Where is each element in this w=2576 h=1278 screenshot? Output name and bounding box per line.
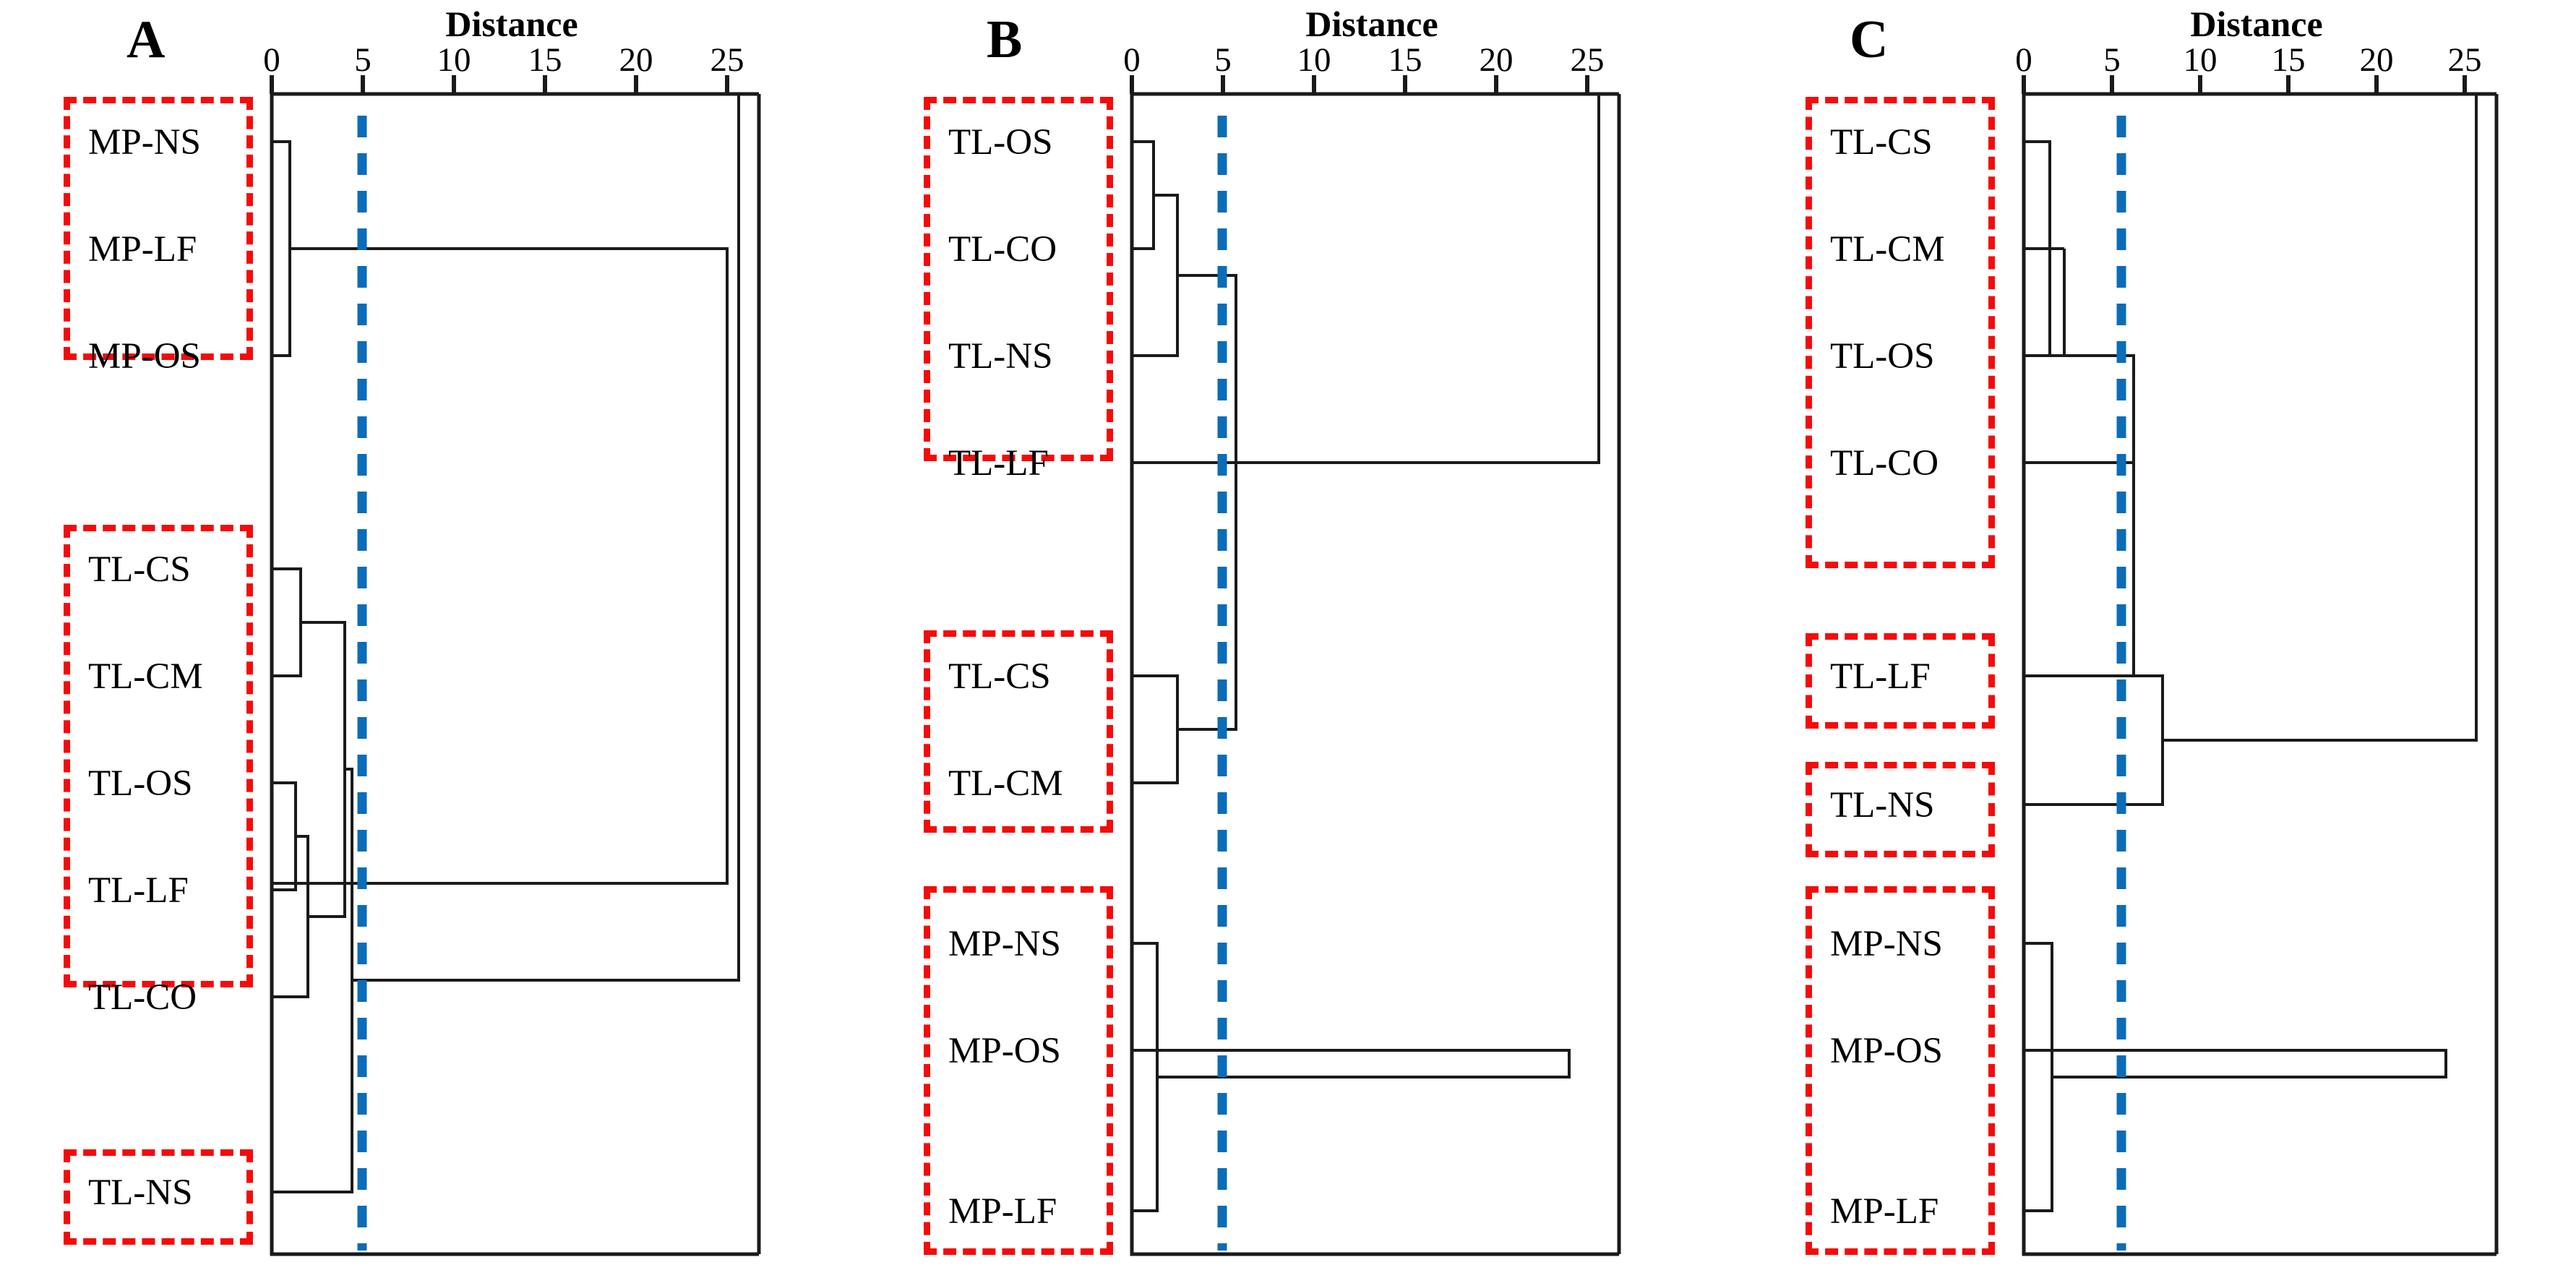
panel-b-tick-25: 25 bbox=[1570, 41, 1605, 79]
panel-b-leaf-tl-cm: TL-CM bbox=[948, 763, 1063, 804]
panel-b-group-box-1 bbox=[924, 97, 1113, 461]
panel-c-axis-line bbox=[2022, 94, 2496, 1256]
panel-b-leaf-tl-co: TL-CO bbox=[948, 229, 1057, 270]
panel-c-plot bbox=[2022, 75, 2499, 1256]
panel-b-leaf-mp-lf: MP-LF bbox=[948, 1191, 1057, 1232]
panel-a-tick-5: 5 bbox=[354, 41, 372, 79]
panel-a-tick-25: 25 bbox=[710, 41, 744, 79]
panel-c-leaf-mp-lf: MP-LF bbox=[1830, 1191, 1939, 1232]
panel-b-leaf-tl-cs: TL-CS bbox=[948, 656, 1051, 697]
panel-b-leaf-tl-ns: TL-NS bbox=[948, 336, 1053, 377]
panel-c-group-box-3 bbox=[1806, 762, 1995, 857]
panel-a-leaf-tl-cs: TL-CS bbox=[88, 549, 191, 590]
panel-a-tick-10: 10 bbox=[437, 41, 471, 79]
panel-b-merge-m7 bbox=[1132, 1049, 1571, 1078]
panel-b-axis-line bbox=[1130, 94, 1619, 1256]
panel-b-tick-5: 5 bbox=[1214, 41, 1232, 79]
panel-c-tick-15: 15 bbox=[2271, 41, 2306, 79]
panel-c-leaf-mp-ns: MP-NS bbox=[1830, 924, 1943, 964]
panel-c-group-box-2 bbox=[1806, 633, 1995, 729]
panel-c-letter: C bbox=[1850, 10, 1889, 69]
panel-c-leaf-tl-ns: TL-NS bbox=[1830, 785, 1935, 825]
panel-a-axis-title: Distance bbox=[445, 4, 578, 44]
panel-b-letter: B bbox=[987, 10, 1023, 69]
panel-a-merge-n4 bbox=[272, 781, 297, 891]
panel-a-tick-20: 20 bbox=[619, 41, 653, 79]
panel-a-merge-n1 bbox=[272, 140, 291, 357]
panel-c-group-box-1 bbox=[1806, 97, 1995, 568]
panel-b-merge-root bbox=[1236, 94, 1600, 464]
panel-a-tick-0: 0 bbox=[263, 41, 280, 79]
panel-b-leaf-tl-lf: TL-LF bbox=[948, 443, 1049, 484]
panel-c-merge-p3 bbox=[2024, 354, 2135, 464]
panel-c-leaf-mp-os: MP-OS bbox=[1830, 1031, 1943, 1071]
panel-a-leaf-tl-os: TL-OS bbox=[88, 763, 193, 804]
panel-a-plot bbox=[270, 75, 761, 1256]
panel-b-merge-m6 bbox=[1132, 942, 1159, 1212]
panel-c-leaf-tl-co: TL-CO bbox=[1830, 443, 1939, 484]
panel-c-merge-p6 bbox=[2024, 942, 2053, 1212]
panel-c-tick-5: 5 bbox=[2103, 41, 2121, 79]
panel-b-tick-15: 15 bbox=[1388, 41, 1422, 79]
panel-a-leaf-tl-cm: TL-CM bbox=[88, 656, 203, 697]
panel-c-merge-p5 bbox=[2024, 674, 2164, 806]
panel-c-leaf-tl-cm: TL-CM bbox=[1830, 229, 1945, 270]
panel-a-group-box-2 bbox=[64, 525, 253, 987]
panel-a-merge-n5 bbox=[272, 835, 309, 998]
panel-b-leaf-mp-os: MP-OS bbox=[948, 1031, 1061, 1071]
panel-b-axis-title: Distance bbox=[1305, 4, 1438, 44]
panel-a: A Distance 0 5 10 15 20 25 MP-NS MP-LF M… bbox=[0, 0, 853, 1278]
panel-a-leaf-mp-lf: MP-LF bbox=[88, 229, 197, 270]
panel-b-tick-10: 10 bbox=[1297, 41, 1331, 79]
panel-b-group-box-3 bbox=[924, 886, 1113, 1255]
panel-c-axis-title: Distance bbox=[2190, 4, 2323, 44]
panel-b-leaf-mp-ns: MP-NS bbox=[948, 924, 1061, 964]
panel-a-leaf-tl-co: TL-CO bbox=[88, 977, 197, 1018]
panel-a-letter: A bbox=[126, 10, 166, 69]
panel-c-tick-0: 0 bbox=[2015, 41, 2032, 79]
panel-c-merge-p7 bbox=[2024, 1049, 2447, 1078]
panel-c-group-box-4 bbox=[1806, 886, 1995, 1255]
panel-c: C Distance 0 5 10 15 20 25 TL-CS TL-CM T… bbox=[1723, 0, 2576, 1278]
panel-c-merge-root bbox=[2163, 94, 2478, 742]
panel-b-group-box-2 bbox=[924, 630, 1113, 833]
panel-a-axis-line bbox=[270, 94, 759, 1256]
panel-b-merge-m4 bbox=[1177, 274, 1237, 731]
panel-b-plot bbox=[1130, 75, 1621, 1256]
panel-c-tick-25: 25 bbox=[2447, 41, 2482, 79]
panel-a-leaf-tl-ns: TL-NS bbox=[88, 1172, 193, 1213]
panel-c-leaf-tl-cs: TL-CS bbox=[1830, 122, 1933, 163]
panel-b-tick-20: 20 bbox=[1479, 41, 1514, 79]
panel-c-leaf-tl-os: TL-OS bbox=[1830, 336, 1935, 377]
panel-c-tick-20: 20 bbox=[2359, 41, 2394, 79]
panel-c-leaf-tl-lf: TL-LF bbox=[1830, 656, 1931, 697]
panel-b-merge-m1 bbox=[1132, 140, 1155, 250]
panel-a-leaf-tl-lf: TL-LF bbox=[88, 870, 189, 911]
panel-a-tick-15: 15 bbox=[528, 41, 562, 79]
panel-c-tick-10: 10 bbox=[2183, 41, 2217, 79]
panel-a-merge-n7 bbox=[272, 768, 353, 1193]
panel-a-merge-n2 bbox=[272, 247, 729, 885]
panel-a-group-box-1 bbox=[64, 97, 253, 360]
panel-a-leaf-mp-os: MP-OS bbox=[88, 336, 201, 377]
panel-b: B Distance 0 5 10 15 20 25 TL-OS TL-CO T… bbox=[860, 0, 1713, 1278]
panel-a-leaf-mp-ns: MP-NS bbox=[88, 122, 201, 163]
panel-b-merge-m3 bbox=[1132, 674, 1179, 784]
panel-b-leaf-tl-os: TL-OS bbox=[948, 122, 1053, 163]
panel-a-merge-n3 bbox=[272, 567, 302, 677]
panel-a-merge-root bbox=[352, 94, 740, 982]
panel-b-tick-0: 0 bbox=[1123, 41, 1141, 79]
panel-a-group-box-3 bbox=[64, 1149, 253, 1245]
